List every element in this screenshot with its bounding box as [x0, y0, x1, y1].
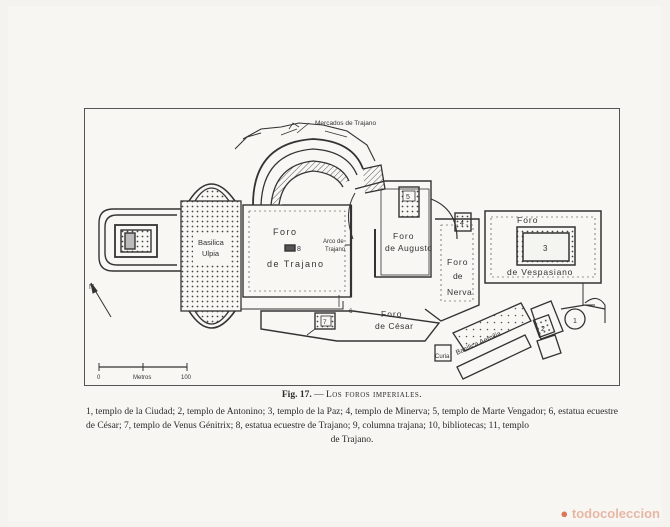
label-num-3: 3	[543, 244, 548, 253]
figure-caption: Fig. 17. — Los foros imperiales. 1, temp…	[86, 388, 618, 447]
label-foro-nerva-1: Foro	[447, 257, 468, 267]
label-num-5: 5	[406, 194, 410, 201]
templo-trajano-area	[98, 208, 181, 272]
label-num-7: 7	[323, 319, 327, 326]
north-label: N	[89, 284, 94, 291]
foro-vespasiano	[484, 210, 606, 323]
watermark-brand: todocoleccion	[571, 506, 660, 521]
label-foro-nerva-2: de	[453, 271, 463, 281]
label-foro-trajano-2: de Trajano	[267, 259, 325, 269]
label-arco-2: Trajano	[325, 247, 346, 253]
label-foro-augusto-2: de Augusto	[385, 243, 433, 253]
mercados-trajano	[234, 122, 386, 206]
foro-nerva	[424, 212, 480, 322]
foro-cesar	[260, 295, 441, 342]
watermark-dot-icon: ●	[560, 506, 569, 521]
legend-text: 1, templo de la Ciudad; 2, templo de Ant…	[86, 407, 618, 431]
foro-trajano	[240, 204, 353, 310]
north-arrow	[90, 282, 112, 318]
label-foro-trajano-1: Foro	[273, 227, 298, 237]
label-curia: Curia	[435, 354, 450, 360]
imperial-fora-plan: Mercados de Trajano Foro 8 de Trajano Ba…	[89, 120, 606, 381]
label-arco-1: Arco de	[323, 239, 344, 245]
figure-name: Los foros imperiales.	[325, 390, 423, 400]
scale-start: 0	[97, 375, 101, 381]
figure-legend: 1, templo de la Ciudad; 2, templo de Ant…	[86, 405, 618, 447]
label-foro-cesar-2: de César	[375, 321, 414, 331]
label-num-2: 2	[541, 326, 545, 333]
label-basilica-2: Ulpia	[202, 249, 220, 258]
scale-unit: Metros	[133, 375, 151, 381]
label-num-8: 8	[297, 246, 301, 253]
curia-aemilia	[434, 300, 606, 380]
label-foro-augusto-1: Foro	[393, 231, 414, 241]
figure-title: Fig. 17. — Los foros imperiales.	[86, 388, 618, 402]
label-basilica-1: Basilica	[198, 238, 225, 247]
label-foro-nerva-3: Nerva	[447, 287, 472, 297]
label-foro-cesar-1: Foro	[381, 309, 402, 319]
label-foro-vespasiano-1: Foro	[517, 215, 538, 225]
foro-augusto	[348, 180, 458, 278]
figure-dash: —	[311, 390, 326, 400]
legend-last-line: de Trajano.	[330, 435, 374, 445]
scale-bar	[98, 363, 188, 371]
label-mercados: Mercados de Trajano	[315, 120, 376, 127]
basilica-ulpia	[180, 183, 242, 329]
label-num-1: 1	[573, 318, 577, 325]
label-num-4: 4	[460, 220, 464, 227]
label-num-6: 6	[349, 308, 353, 315]
scale-end: 100	[181, 375, 192, 381]
label-foro-vespasiano-2: de Vespasiano	[507, 267, 573, 277]
watermark: ● todocoleccion	[560, 506, 660, 521]
figure-number: Fig. 17.	[281, 390, 312, 400]
plan-frame: Mercados de Trajano Foro 8 de Trajano Ba…	[84, 108, 620, 386]
